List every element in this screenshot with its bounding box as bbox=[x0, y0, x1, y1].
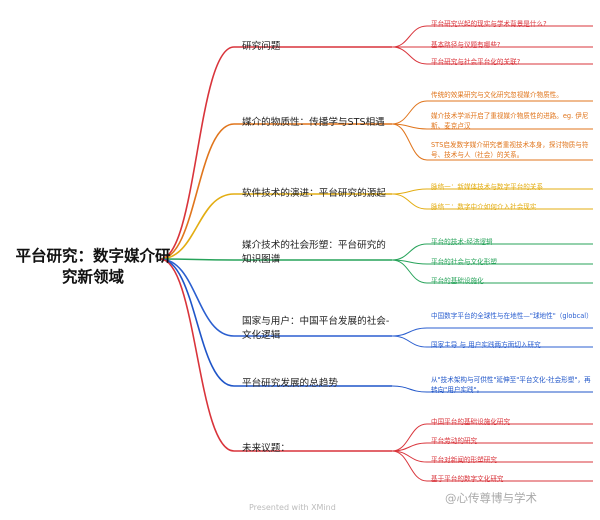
leaf-connector bbox=[391, 25, 428, 48]
leaf-topic[interactable]: 平台的基础设施化 bbox=[431, 277, 484, 285]
leaf-topic[interactable]: 传统的效果研究与文化研究忽视媒介物质性。 bbox=[431, 91, 563, 99]
leaf-topic[interactable]: STS启发数字媒介研究者重视技术本身，探讨物质与符号、技术与人（社会）的关系。 bbox=[431, 141, 589, 159]
leaf-topic[interactable]: 平台的社会与文化形塑 bbox=[431, 258, 497, 266]
leaf-topic[interactable]: 基本路径与议题有哪些? bbox=[431, 41, 501, 49]
leaf-connector bbox=[391, 46, 428, 65]
leaf-topic[interactable]: 脉络一：新媒体技术与数字平台的关系 bbox=[431, 183, 544, 191]
leaf-topic[interactable]: 平台劳动的研究 bbox=[431, 437, 478, 445]
branch-connector bbox=[159, 258, 235, 387]
branch-connector bbox=[159, 123, 235, 260]
leaf-topic[interactable]: 国家主导 与 用户实践两方面切入研究 bbox=[431, 341, 541, 349]
leaf-topic[interactable]: 中国数字平台的全球性与在地性—"球地性"（globcal） bbox=[431, 312, 593, 320]
leaf-connector bbox=[391, 123, 428, 161]
branch-topic-2[interactable]: 媒介的物质性：传播学与STS相遇 bbox=[242, 117, 385, 128]
branch-topic-6[interactable]: 平台研究发展的总趋势 bbox=[242, 378, 338, 389]
branch-connector bbox=[159, 258, 235, 452]
branch-connector bbox=[159, 46, 235, 260]
leaf-connector bbox=[391, 327, 428, 337]
branch-topic-1[interactable]: 研究问题 bbox=[242, 41, 281, 52]
leaf-connector bbox=[391, 259, 428, 284]
branch-connector bbox=[159, 258, 235, 261]
leaf-connector bbox=[391, 100, 428, 125]
leaf-topic[interactable]: 媒介技术学派开启了重视媒介物质性的进路。eg. 伊尼斯、麦克卢汉 bbox=[431, 112, 589, 130]
leaf-connector bbox=[391, 243, 428, 261]
branch-topic-5[interactable]: 国家与用户：中国平台发展的社会-文化逻辑 bbox=[242, 316, 390, 341]
leaf-connector bbox=[391, 385, 428, 393]
leaf-topic[interactable]: 平台的技术-经济逻辑 bbox=[431, 238, 493, 246]
branch-topic-4[interactable]: 媒介技术的社会形塑：平台研究的知识图谱 bbox=[242, 240, 386, 265]
leaf-connector bbox=[391, 335, 428, 348]
leaf-connector bbox=[391, 450, 428, 482]
leaf-connector bbox=[391, 423, 428, 452]
leaf-topic[interactable]: 从"技术架构与可供性"延伸至"平台文化-社会形塑"，再转向"用户实践"。 bbox=[431, 376, 591, 394]
leaf-topic[interactable]: 基于平台的数字文化研究 bbox=[431, 475, 504, 483]
branch-topic-3[interactable]: 软件技术的演进：平台研究的源起 bbox=[242, 188, 386, 199]
leaf-topic[interactable]: 平台对新闻的形塑研究 bbox=[431, 456, 497, 464]
leaf-connector bbox=[391, 188, 428, 195]
presented-with-xmind-footer: Presented with XMind bbox=[249, 503, 336, 512]
leaf-topic[interactable]: 平台研究与社会平台化的关联? bbox=[431, 58, 521, 66]
leaf-connector bbox=[391, 193, 428, 210]
branch-connector bbox=[159, 193, 235, 260]
leaf-topic[interactable]: 脉络二：数字中介如何介入社会现实 bbox=[431, 203, 537, 211]
leaf-connector bbox=[391, 123, 428, 130]
leaf-topic[interactable]: 平台研究兴起的现实与学术背景是什么? bbox=[431, 20, 547, 28]
root-topic[interactable]: 平台研究：数字媒介研究新领域 bbox=[15, 247, 171, 286]
leaf-connector bbox=[391, 450, 428, 463]
branch-connector bbox=[159, 258, 235, 337]
branch-topic-7[interactable]: 未来议题： bbox=[242, 443, 290, 454]
watermark: @心传尊博与学术 bbox=[445, 491, 537, 505]
leaf-topic[interactable]: 中国平台的基础设施化研究 bbox=[431, 418, 511, 426]
